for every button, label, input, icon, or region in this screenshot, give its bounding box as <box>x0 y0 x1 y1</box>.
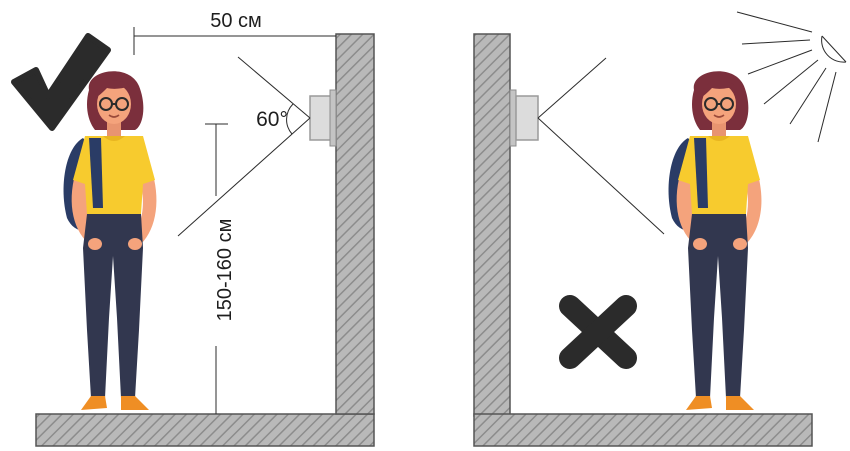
floor-right <box>473 413 813 447</box>
intercom-device-right <box>509 89 539 147</box>
cross-icon <box>559 295 637 369</box>
label-viewing-angle: 60° <box>256 108 288 131</box>
label-horizontal-distance: 50 см <box>210 10 262 32</box>
camera-view-cone-right <box>537 57 665 235</box>
dimension-horizontal <box>133 27 336 55</box>
wall-right <box>473 33 511 417</box>
sun-rays-icon <box>736 11 847 143</box>
person-right <box>667 70 763 411</box>
wall-left <box>335 33 375 415</box>
label-mount-height: 150-160 см <box>214 219 236 322</box>
camera-view-cone-left <box>177 56 311 237</box>
dimension-vertical <box>205 123 228 414</box>
intercom-device-left <box>309 89 337 147</box>
left-panel-correct: 50 см 60° 150-160 см <box>11 10 375 447</box>
checkmark-icon <box>11 33 111 131</box>
person-left <box>62 70 158 411</box>
right-panel-incorrect <box>473 11 847 447</box>
floor-left <box>35 413 375 447</box>
